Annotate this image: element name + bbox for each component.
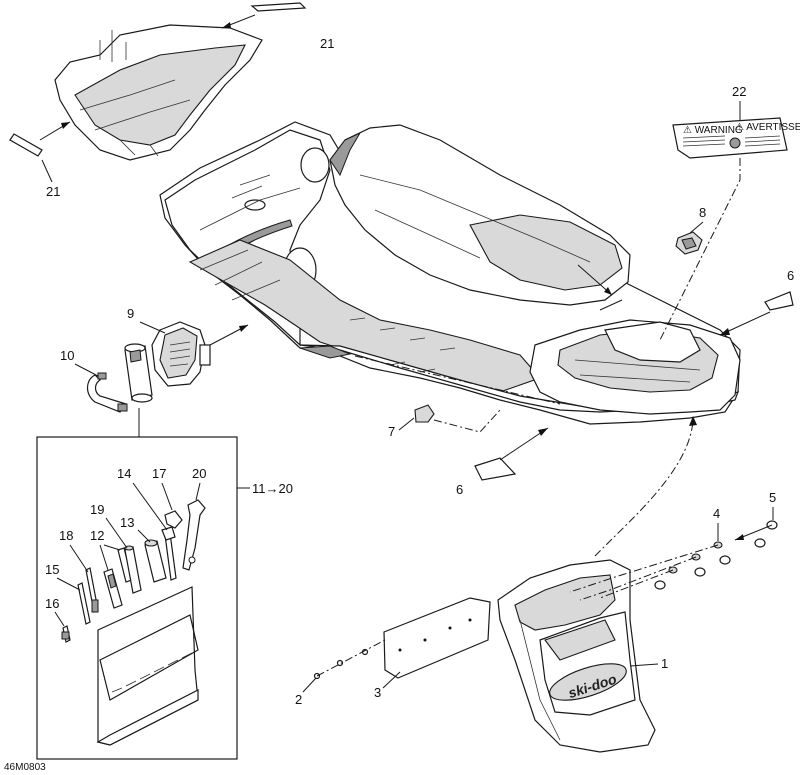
callout-20: 20 [192,466,206,481]
tool-17-clip [164,510,183,529]
screws-2 [313,639,386,680]
tool-tube-container [124,343,153,403]
warning-decal-22: ⚠ WARNING ⚠ AVERTISSEMENT [672,117,800,159]
strap-10 [86,372,128,413]
callout-3: 3 [374,685,381,700]
callout-4: 4 [713,506,720,521]
callout-19: 19 [90,502,104,517]
callout-11-20: 11→20 [252,481,293,496]
callout-8: 8 [699,205,706,220]
callout-7: 7 [388,424,395,439]
callout-1: 1 [661,656,668,671]
callout-21-left: 21 [46,184,60,199]
clip-7 [414,404,435,423]
washers-5 [654,520,778,590]
callout-10: 10 [60,348,74,363]
decal-heading-right: ⚠ AVERTISSEMENT [735,122,800,133]
callout-9: 9 [127,306,134,321]
callout-21-top: 21 [320,36,334,51]
callout-6-bottom: 6 [456,482,463,497]
tool-13-socket [144,539,167,583]
console-panel-21 [54,24,263,161]
callout-15: 15 [45,562,59,577]
callout-22: 22 [732,84,746,99]
strip-21-left [9,121,71,157]
callout-14: 14 [117,466,131,481]
strip-6-right [764,291,794,311]
callout-16: 16 [45,596,59,611]
tool-16-key [61,625,71,643]
strip-6-bottom [474,457,517,481]
snowflap-1: ski-doo [497,559,656,753]
callout-17: 17 [152,466,166,481]
callout-5: 5 [769,490,776,505]
backing-plate-3 [383,597,491,679]
tool-18-driver [85,567,99,613]
tool-bag [96,586,199,746]
tool-15-rod [77,582,91,625]
tool-19-tube [124,545,142,594]
clip-8 [675,231,703,255]
bracket-9 [151,321,211,387]
strip-21-top [221,2,307,29]
tool-20-spanner [182,499,206,571]
decal-heading-left: ⚠ WARNING [683,125,743,136]
figure-code: 46M0803 [4,762,46,773]
tool-14-wrench [161,526,177,581]
callout-6-right: 6 [787,268,794,283]
callout-2: 2 [295,692,302,707]
callout-18: 18 [59,528,73,543]
snowmobile-body-chassis [159,121,741,425]
callout-12: 12 [90,528,104,543]
callout-13: 13 [120,515,134,530]
